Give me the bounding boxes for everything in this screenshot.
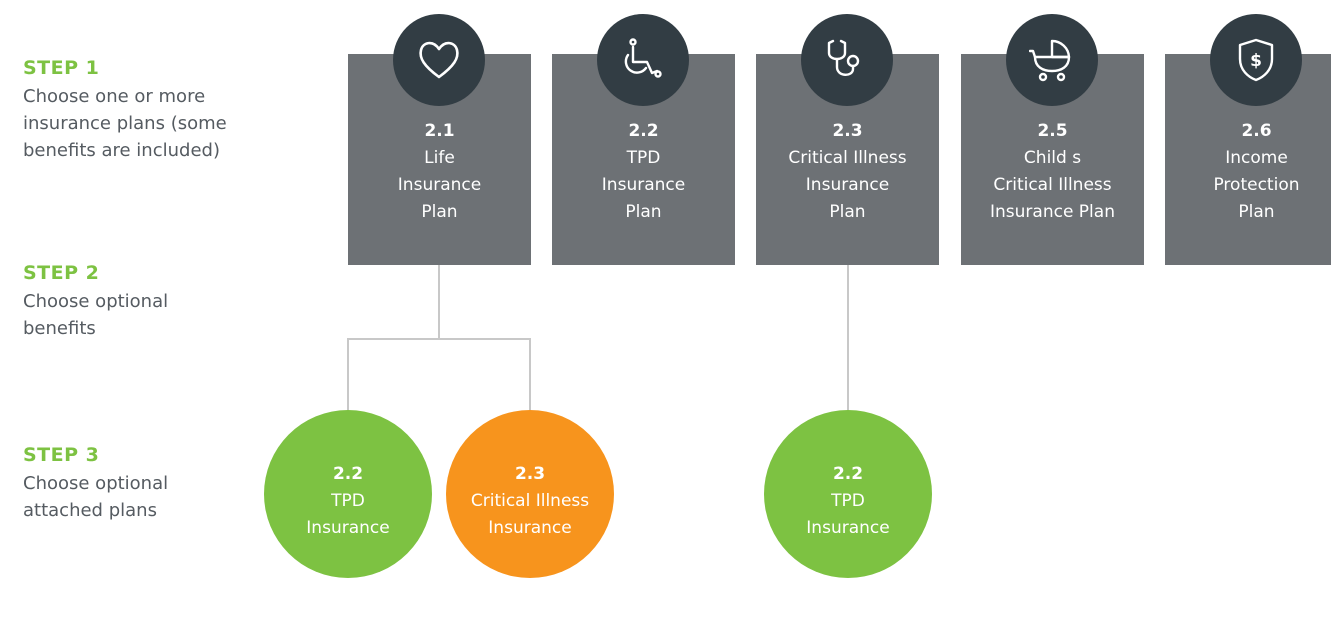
plan-icon-circle [393, 14, 485, 106]
plan-name-line: Insurance [805, 175, 890, 195]
step-3-line: Choose optional [23, 473, 169, 494]
plan-income-protection[interactable]: $ 2.6 Income Protection Plan [1165, 14, 1331, 265]
step-1-description: Choose one or more insurance plans (some… [23, 83, 283, 164]
attached-plan-name-line: TPD [331, 491, 365, 511]
plan-name-line: Child s [1023, 148, 1082, 168]
plan-name-line: Protection [1213, 175, 1300, 195]
plan-name-line: Critical Illness [788, 148, 907, 168]
attached-plan-name-line: Insurance [488, 518, 572, 538]
step-2-title: STEP 2 [23, 262, 100, 284]
attached-plan-code: 2.3 [514, 464, 546, 484]
step-3-line: attached plans [23, 500, 157, 521]
attached-plan-name-line: Critical Illness [470, 491, 590, 511]
shield-dollar-icon: $ [1238, 38, 1274, 82]
plan-code: 2.1 [424, 121, 455, 141]
heart-icon [419, 41, 459, 79]
plan-name-line: Critical Illness [993, 175, 1112, 195]
plan-icon-circle [597, 14, 689, 106]
plan-name-line: Plan [1238, 202, 1275, 222]
attached-plan-code: 2.2 [832, 464, 864, 484]
plan-name-line: Plan [421, 202, 458, 222]
attached-plan-name: Critical Illness Insurance [446, 488, 614, 542]
attached-plan-name-line: Insurance [306, 518, 390, 538]
plan-life-insurance[interactable]: 2.1 Life Insurance Plan [348, 14, 531, 265]
step-2: STEP 2 Choose optional benefits [23, 262, 283, 342]
attached-plan-tpd-life[interactable]: 2.2 TPD Insurance [264, 410, 432, 578]
plan-name: Income Protection Plan [1165, 145, 1331, 226]
step-1-title: STEP 1 [23, 57, 100, 79]
plan-name-line: Income [1225, 148, 1288, 168]
plan-name-line: Plan [625, 202, 662, 222]
pram-icon [1029, 39, 1071, 82]
step-2-line: benefits [23, 318, 96, 339]
attached-plan-name-line: Insurance [806, 518, 890, 538]
plan-icon-circle [801, 14, 893, 106]
dollar-glyph: $ [1250, 51, 1262, 71]
stethoscope-icon [827, 39, 860, 76]
plan-name: Child s Critical Illness Insurance Plan [961, 145, 1144, 226]
plan-name-line: Plan [829, 202, 866, 222]
plan-name: Critical Illness Insurance Plan [756, 145, 939, 226]
step-3: STEP 3 Choose optional attached plans [23, 444, 283, 524]
plan-name: TPD Insurance Plan [552, 145, 735, 226]
plan-name: Life Insurance Plan [348, 145, 531, 226]
wheelchair-icon [624, 38, 662, 78]
plan-code: 2.6 [1241, 121, 1272, 141]
step-1-line: insurance plans (some [23, 113, 227, 134]
attached-plan-name: TPD Insurance [264, 488, 432, 542]
attached-plan-code: 2.2 [332, 464, 364, 484]
connector-life-branch [347, 338, 531, 410]
attached-plan-name-line: TPD [831, 491, 865, 511]
plan-tpd-insurance[interactable]: 2.2 TPD Insurance Plan [552, 14, 735, 265]
attached-plan-tpd-critical-illness[interactable]: 2.2 TPD Insurance [764, 410, 932, 578]
plan-name-line: Life [424, 148, 455, 168]
plan-name-line: Insurance [601, 175, 686, 195]
step-1: STEP 1 Choose one or more insurance plan… [23, 57, 283, 164]
step-3-title: STEP 3 [23, 444, 100, 466]
plan-code: 2.2 [628, 121, 659, 141]
plan-code: 2.3 [832, 121, 863, 141]
plan-name-line: Insurance [397, 175, 482, 195]
plan-name-line: Insurance Plan [990, 202, 1115, 222]
plan-code: 2.5 [1037, 121, 1068, 141]
step-2-line: Choose optional [23, 291, 169, 312]
plan-childs-critical-illness-insurance[interactable]: 2.5 Child s Critical Illness Insurance P… [961, 14, 1144, 265]
plan-icon-circle: $ [1210, 14, 1302, 106]
step-1-line: Choose one or more [23, 86, 206, 107]
attached-plan-critical-illness-life[interactable]: 2.3 Critical Illness Insurance [446, 410, 614, 578]
step-3-description: Choose optional attached plans [23, 470, 283, 524]
plan-icon-circle [1006, 14, 1098, 106]
step-2-description: Choose optional benefits [23, 288, 283, 342]
plan-name-line: TPD [626, 148, 661, 168]
step-1-line: benefits are included) [23, 140, 220, 161]
plan-critical-illness-insurance[interactable]: 2.3 Critical Illness Insurance Plan [756, 14, 939, 265]
attached-plan-name: TPD Insurance [764, 488, 932, 542]
